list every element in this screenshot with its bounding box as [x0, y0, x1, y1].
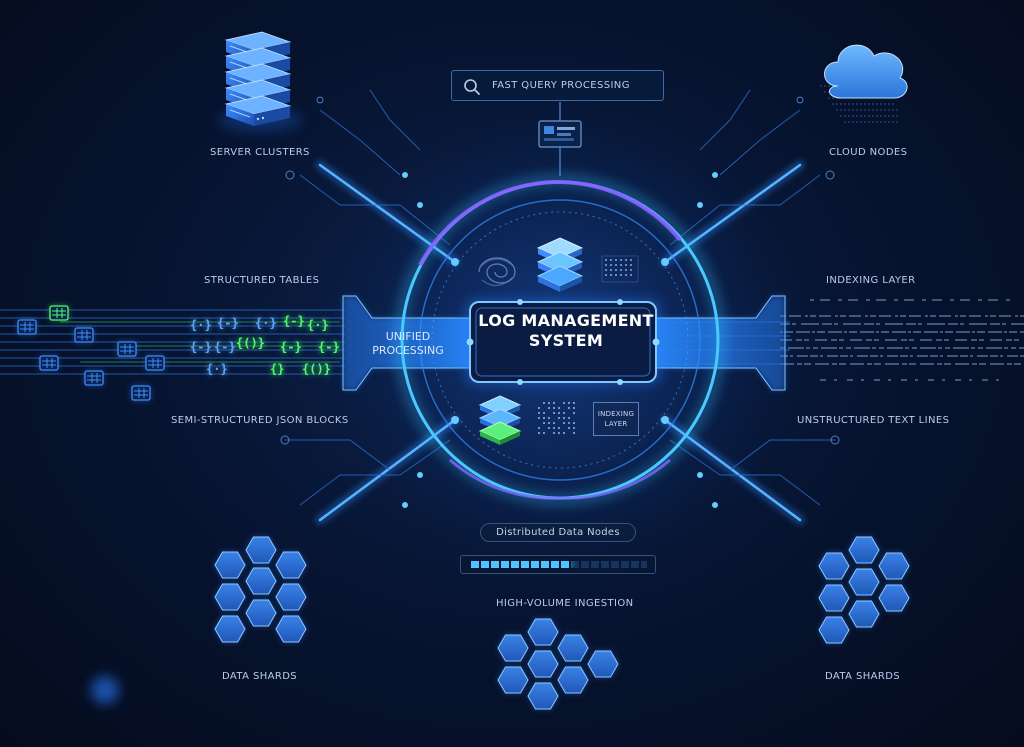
hexagon-icon	[245, 599, 277, 627]
hexagon-icon	[245, 536, 277, 564]
label-data-shards-right: DATA SHARDS	[825, 671, 901, 682]
json-fragment: {-}	[280, 340, 302, 354]
hexagon-icon	[245, 567, 277, 595]
hexagon-icon	[587, 650, 619, 678]
hexagon-icon	[848, 600, 880, 628]
progress-fill	[471, 561, 572, 568]
unified-processing-label: UNIFIED PROCESSING	[372, 330, 444, 357]
hexagon-icon	[527, 650, 559, 678]
server-rack-icon	[218, 31, 302, 132]
hexagon-cluster-bottom	[497, 618, 619, 710]
query-bar: FAST QUERY PROCESSING	[451, 70, 664, 101]
background-sparkle	[91, 676, 119, 704]
hexagon-icon	[275, 583, 307, 611]
table-icon	[117, 341, 137, 357]
hexagon-icon	[878, 552, 910, 580]
hexagon-icon	[818, 584, 850, 612]
table-icon	[145, 355, 165, 371]
json-fragment: {()}	[302, 362, 331, 376]
label-data-shards-left: DATA SHARDS	[222, 671, 298, 682]
label-indexing-layer: INDEXING LAYER	[826, 275, 916, 286]
inner-indexing-box: INDEXING LAYER	[593, 402, 639, 436]
table-icon	[17, 319, 37, 335]
json-fragment: {-}	[283, 314, 305, 328]
hexagon-icon	[527, 682, 559, 710]
structured-table-icons	[17, 305, 165, 401]
layer-stack-icon	[536, 237, 584, 292]
label-cloud-nodes: CLOUD NODES	[829, 147, 908, 158]
label-semi-structured-json: SEMI-STRUCTURED JSON BLOCKS	[171, 415, 349, 426]
center-title: LOG MANAGEMENT SYSTEM	[478, 311, 654, 350]
hexagon-icon	[497, 666, 529, 694]
json-fragment: {-}	[190, 340, 212, 354]
swirl-icon	[478, 257, 516, 287]
json-fragment: {-}	[214, 340, 236, 354]
hexagon-icon	[527, 618, 559, 646]
json-fragment: {}	[270, 362, 285, 376]
hexagon-icon	[275, 551, 307, 579]
table-icon	[84, 370, 104, 386]
progress-track	[471, 561, 647, 568]
hexagon-icon	[848, 536, 880, 564]
center-panel	[466, 299, 660, 385]
monitor-icon	[538, 102, 582, 176]
label-server-clusters: SERVER CLUSTERS	[210, 147, 310, 158]
table-icon	[74, 327, 94, 343]
hexagon-cluster-left	[214, 536, 307, 643]
distributed-nodes-pill: Distributed Data Nodes	[480, 523, 636, 542]
json-fragment: {()}	[236, 336, 265, 350]
hexagon-cluster-right	[818, 536, 910, 644]
central-hub-ring	[395, 175, 725, 505]
label-structured-tables: STRUCTURED TABLES	[204, 275, 320, 286]
hexagon-icon	[878, 584, 910, 612]
table-icon	[39, 355, 59, 371]
ingestion-progress-bar	[460, 555, 656, 574]
hexagon-icon	[818, 552, 850, 580]
hexagon-icon	[214, 551, 246, 579]
dot-grid-icon	[601, 255, 639, 283]
json-fragment: {·}	[307, 318, 329, 332]
server-unit	[224, 95, 292, 126]
label-high-volume-ingestion: HIGH-VOLUME INGESTION	[496, 598, 634, 609]
json-fragment: {-}	[217, 316, 239, 330]
hexagon-icon	[848, 568, 880, 596]
json-fragment: {·}	[255, 316, 277, 330]
layer-stack-green-icon	[478, 395, 522, 445]
table-icon	[49, 305, 69, 321]
json-fragment: {·}	[206, 362, 228, 376]
hexagon-icon	[214, 615, 246, 643]
query-bar-label: FAST QUERY PROCESSING	[492, 80, 630, 91]
hexagon-icon	[497, 634, 529, 662]
search-icon	[464, 79, 480, 95]
json-fragment: {·}	[190, 318, 212, 332]
hexagon-icon	[275, 615, 307, 643]
left-funnel	[342, 295, 476, 391]
table-icon	[131, 385, 151, 401]
data-matrix-icon	[538, 402, 575, 434]
hexagon-icon	[557, 634, 589, 662]
label-unstructured-text: UNSTRUCTURED TEXT LINES	[797, 415, 950, 426]
hexagon-icon	[557, 666, 589, 694]
label-distributed-data-nodes: Distributed Data Nodes	[496, 527, 620, 538]
hexagon-icon	[818, 616, 850, 644]
json-fragment: {-}	[318, 340, 340, 354]
cloud-icon	[820, 44, 908, 123]
hexagon-icon	[214, 583, 246, 611]
